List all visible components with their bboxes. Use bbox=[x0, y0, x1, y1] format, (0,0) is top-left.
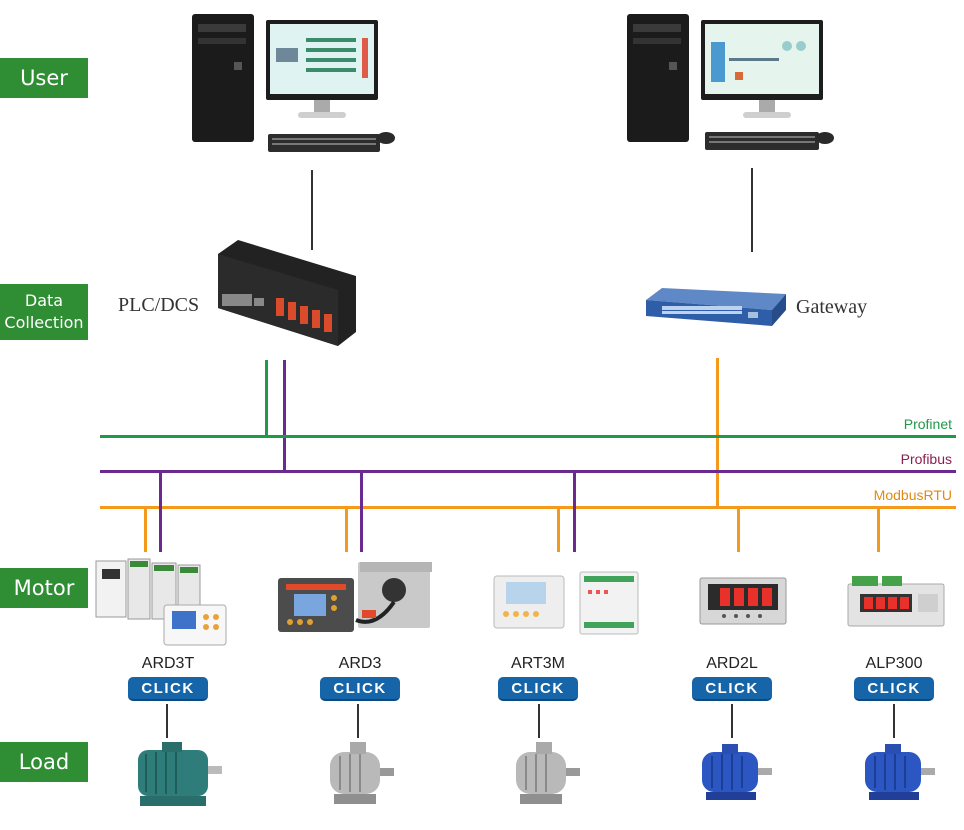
profinet-bus bbox=[100, 435, 956, 438]
ard3t-device-icon bbox=[95, 558, 227, 646]
ard3t-modbus-drop bbox=[144, 506, 147, 552]
click-button-ard2l[interactable]: CLICK bbox=[692, 677, 772, 701]
profibus-bus bbox=[100, 470, 956, 473]
device-label-art3m: ART3M bbox=[511, 655, 565, 672]
ard2l-device-icon bbox=[699, 577, 787, 625]
motor-icon-ard2l bbox=[702, 744, 772, 800]
ard3t-motor-link bbox=[166, 704, 168, 738]
click-button-ard3t[interactable]: CLICK bbox=[128, 677, 208, 701]
click-button-art3m[interactable]: CLICK bbox=[498, 677, 578, 701]
ard3-profibus-drop bbox=[360, 470, 363, 552]
profinet-label: Profinet bbox=[903, 416, 952, 432]
plc-dcs-label: PLC/DCS bbox=[118, 294, 200, 316]
alp300-modbus-drop bbox=[877, 506, 880, 552]
computer-left-icon bbox=[192, 14, 395, 152]
device-label-alp300: ALP300 bbox=[865, 655, 923, 672]
computer-right-icon bbox=[627, 14, 834, 150]
tier-user-label: User bbox=[0, 58, 88, 98]
modbus-label: ModbusRTU bbox=[873, 487, 952, 503]
motor-icon-ard3 bbox=[330, 742, 394, 804]
ard3-device-icon bbox=[278, 562, 432, 632]
alp300-motor-link bbox=[893, 704, 895, 738]
tier-motor-label: Motor bbox=[0, 568, 88, 608]
motor-icon-art3m bbox=[516, 742, 580, 804]
device-label-ard2l: ARD2L bbox=[706, 655, 758, 672]
gateway-drop-modbus bbox=[716, 358, 719, 508]
art3m-modbus-drop bbox=[557, 506, 560, 552]
click-button-alp300[interactable]: CLICK bbox=[854, 677, 934, 701]
profibus-label: Profibus bbox=[900, 451, 952, 467]
link-computer-plc bbox=[311, 170, 313, 250]
plc-icon bbox=[218, 240, 356, 346]
motor-icon-alp300 bbox=[865, 744, 935, 800]
motor-icon-ard3t bbox=[138, 742, 222, 806]
gateway-switch-icon bbox=[646, 288, 786, 326]
plc-drop-profibus bbox=[283, 360, 286, 473]
tier-load-label: Load bbox=[0, 742, 88, 782]
click-button-ard3[interactable]: CLICK bbox=[320, 677, 400, 701]
art3m-device-icon bbox=[493, 571, 639, 635]
ard2l-motor-link bbox=[731, 704, 733, 738]
link-computer-gateway bbox=[751, 168, 753, 252]
gateway-label: Gateway bbox=[796, 296, 868, 318]
art3m-profibus-drop bbox=[573, 470, 576, 552]
device-label-ard3t: ARD3T bbox=[141, 655, 195, 672]
device-label-ard3: ARD3 bbox=[338, 655, 382, 672]
ard2l-modbus-drop bbox=[737, 506, 740, 552]
ard3-motor-link bbox=[357, 704, 359, 738]
art3m-motor-link bbox=[538, 704, 540, 738]
alp300-device-icon bbox=[847, 576, 945, 627]
ard3-modbus-drop bbox=[345, 506, 348, 552]
ard3t-profibus-drop bbox=[159, 470, 162, 552]
plc-drop-profinet bbox=[265, 360, 268, 438]
modbus-bus bbox=[100, 506, 956, 509]
